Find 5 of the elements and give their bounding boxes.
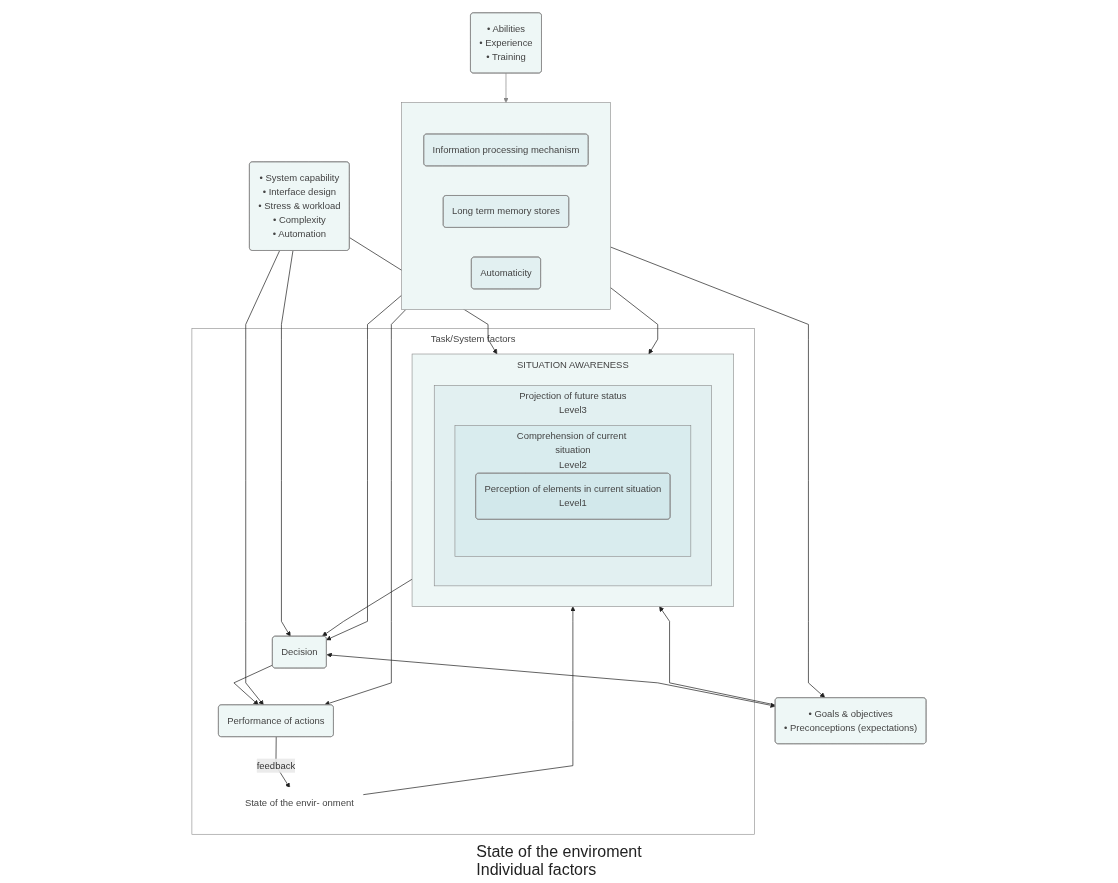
node-text: State of the envir- onment (244, 798, 354, 809)
cluster (401, 102, 611, 310)
edge-label: feedback (256, 760, 296, 771)
note-label: Individual factors (476, 861, 598, 879)
note-label: State of the enviroment (476, 843, 642, 861)
